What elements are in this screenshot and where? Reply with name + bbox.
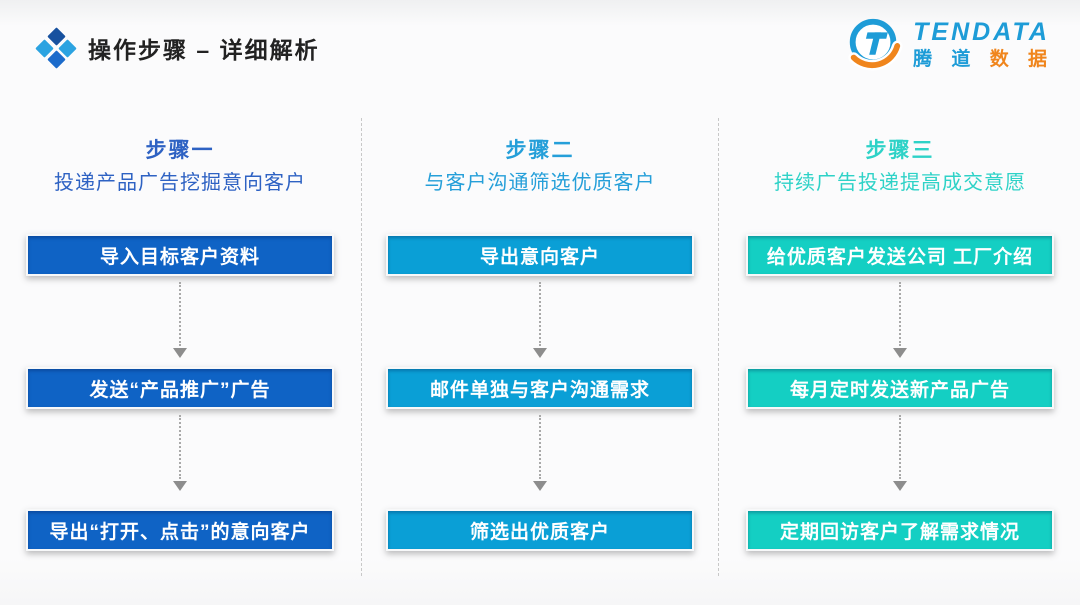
logo-cn-blue: 腾 道 bbox=[913, 48, 990, 70]
down-arrow bbox=[533, 282, 547, 364]
step-subtitle: 与客户沟通筛选优质客户 bbox=[424, 172, 656, 194]
step-column-1: 步骤一 投递产品广告挖掘意向客户 导入目标客户资料 发送“产品推广”广告 导出“… bbox=[0, 118, 360, 605]
down-arrow bbox=[893, 282, 907, 364]
step-subtitle: 持续广告投递提高成交意愿 bbox=[774, 172, 1026, 194]
flow-box: 邮件单独与客户沟通需求 bbox=[386, 367, 694, 409]
arrow-head-icon bbox=[893, 348, 907, 358]
column-divider bbox=[718, 118, 719, 576]
arrow-line bbox=[899, 282, 901, 346]
column-divider bbox=[361, 118, 362, 576]
step-title: 步骤二 bbox=[505, 139, 575, 162]
step-title: 步骤一 bbox=[145, 139, 215, 162]
step-column-2: 步骤二 与客户沟通筛选优质客户 导出意向客户 邮件单独与客户沟通需求 筛选出优质… bbox=[360, 118, 720, 605]
title-block: 操作步骤 – 详细解析 bbox=[35, 27, 320, 69]
down-arrow bbox=[893, 415, 907, 497]
logo-wordmark-cn: 腾 道 数 据 bbox=[913, 48, 1054, 71]
logo-wordmark: TENDATA bbox=[913, 18, 1050, 47]
arrow-head-icon bbox=[173, 348, 187, 358]
arrow-head-icon bbox=[893, 481, 907, 491]
step-title: 步骤三 bbox=[865, 139, 935, 162]
step-subtitle: 投递产品广告挖掘意向客户 bbox=[54, 172, 306, 194]
arrow-head-icon bbox=[533, 481, 547, 491]
logo-cn-orange: 数 据 bbox=[989, 48, 1054, 70]
down-arrow bbox=[533, 415, 547, 497]
slide-header: 操作步骤 – 详细解析 TENDATA 腾 道 数 据 bbox=[0, 0, 1080, 100]
tendata-logo: TENDATA 腾 道 数 据 bbox=[843, 14, 1054, 76]
step-column-3: 步骤三 持续广告投递提高成交意愿 给优质客户发送公司 工厂介绍 每月定时发送新产… bbox=[720, 118, 1080, 605]
flow-box: 导出意向客户 bbox=[386, 234, 694, 276]
flow-box: 筛选出优质客户 bbox=[386, 509, 694, 551]
flow-box: 定期回访客户了解需求情况 bbox=[746, 509, 1054, 551]
arrow-line bbox=[899, 415, 901, 479]
page-title: 操作步骤 – 详细解析 bbox=[88, 37, 320, 63]
arrow-line bbox=[179, 415, 181, 479]
arrow-line bbox=[539, 415, 541, 479]
flow-box: 导入目标客户资料 bbox=[26, 234, 334, 276]
flow-box: 发送“产品推广”广告 bbox=[26, 367, 334, 409]
tendata-logo-icon bbox=[848, 18, 903, 71]
arrow-head-icon bbox=[173, 481, 187, 491]
arrow-line bbox=[179, 282, 181, 346]
diamond-cluster-icon bbox=[35, 27, 77, 69]
steps-area: 步骤一 投递产品广告挖掘意向客户 导入目标客户资料 发送“产品推广”广告 导出“… bbox=[0, 118, 1080, 605]
flow-box: 每月定时发送新产品广告 bbox=[746, 367, 1054, 409]
arrow-head-icon bbox=[533, 348, 547, 358]
down-arrow bbox=[173, 282, 187, 364]
flow-box: 给优质客户发送公司 工厂介绍 bbox=[746, 234, 1054, 276]
logo-text: TENDATA 腾 道 数 据 bbox=[913, 19, 1054, 70]
flow-box: 导出“打开、点击”的意向客户 bbox=[26, 509, 334, 551]
arrow-line bbox=[539, 282, 541, 346]
down-arrow bbox=[173, 415, 187, 497]
